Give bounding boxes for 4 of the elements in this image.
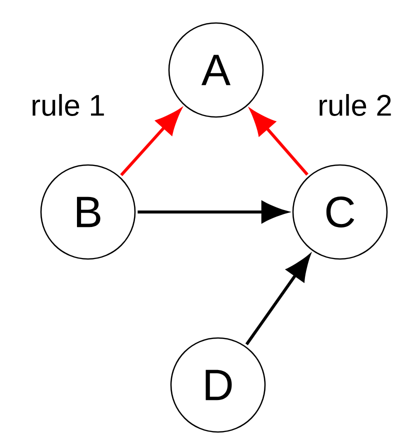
edge-label: rule 2 bbox=[316, 93, 394, 117]
arrow bbox=[120, 108, 182, 176]
edge-label: rule 1 bbox=[30, 93, 106, 117]
arrow bbox=[250, 110, 308, 176]
